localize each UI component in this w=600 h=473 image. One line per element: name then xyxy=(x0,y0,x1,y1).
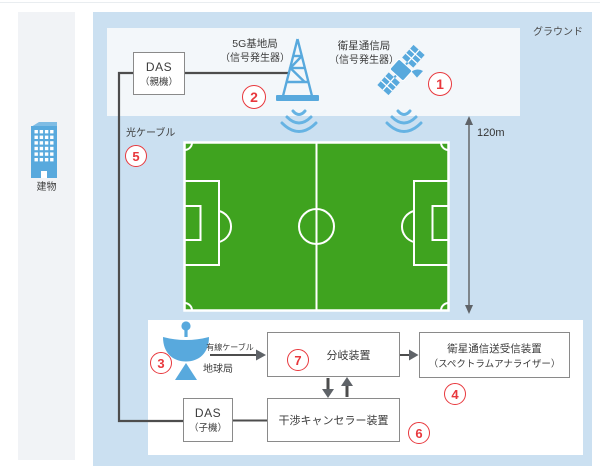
canceller-box: 干渉キャンセラー装置 xyxy=(267,398,400,442)
earth-station-label: 地球局 xyxy=(203,364,233,375)
satellite-icon xyxy=(377,44,425,96)
earth-station-icon xyxy=(163,321,209,380)
ground-label: グラウンド xyxy=(533,27,583,38)
building-icon xyxy=(31,122,57,178)
soccer-field xyxy=(183,141,450,312)
das-parent-sub: （親機） xyxy=(139,76,178,88)
building-panel xyxy=(18,12,75,460)
height-dimension-arrow xyxy=(465,116,473,314)
wired-cable-label: 有線ケーブル xyxy=(206,343,254,352)
bts-5g-sub: （信号発生器） xyxy=(220,53,290,65)
das-parent-box: DAS （親機） xyxy=(133,52,185,95)
das-parent-name: DAS xyxy=(145,59,173,74)
canceller-label: 干渉キャンセラー装置 xyxy=(278,415,389,427)
sat-station-sub: （信号発生器） xyxy=(329,55,399,67)
sat-transceiver-title: 衛星通信送受信装置 xyxy=(447,342,542,355)
splitter-box: 7 分岐装置 xyxy=(267,332,400,377)
step-7-badge: 7 xyxy=(287,349,309,371)
field-height-label: 120m xyxy=(477,127,505,139)
sat-transceiver-sub: （スペクトラムアナライザー） xyxy=(428,358,561,370)
building-label: 建物 xyxy=(36,182,57,193)
step-1-badge: 1 xyxy=(428,72,452,96)
sat-station-title: 衛星通信局 xyxy=(337,40,391,52)
bts-5g-label: 5G基地局 （信号発生器） xyxy=(195,37,315,67)
step-6-badge: 6 xyxy=(408,422,430,444)
optical-cable-line xyxy=(117,71,290,423)
step-3-badge: 3 xyxy=(150,352,172,374)
page-top-divider xyxy=(0,2,600,3)
das-child-name: DAS xyxy=(194,406,222,420)
splitter-transceiver-arrow xyxy=(400,349,419,361)
bts-5g-title: 5G基地局 xyxy=(232,38,278,50)
wired-cable-arrow xyxy=(210,349,266,361)
sat-transceiver-box: 衛星通信送受信装置 （スペクトラムアナライザー） xyxy=(419,332,570,378)
das-child-box: DAS （子機） xyxy=(183,398,233,442)
step-5-badge: 5 xyxy=(125,145,147,167)
splitter-label: 分岐装置 xyxy=(326,349,371,362)
step-4-badge: 4 xyxy=(444,383,466,405)
sat-station-label: 衛星通信局 （信号発生器） xyxy=(306,39,422,69)
step-2-badge: 2 xyxy=(242,85,266,109)
canceller-up-arrow xyxy=(341,377,353,397)
das-child-sub: （子機） xyxy=(188,423,227,434)
splitter-down-arrow xyxy=(322,378,334,398)
optical-cable-label: 光ケーブル xyxy=(126,128,176,139)
signal-waves-icon-left xyxy=(280,109,318,133)
antenna-tower-icon xyxy=(276,38,319,101)
signal-waves-icon-right xyxy=(385,109,423,133)
